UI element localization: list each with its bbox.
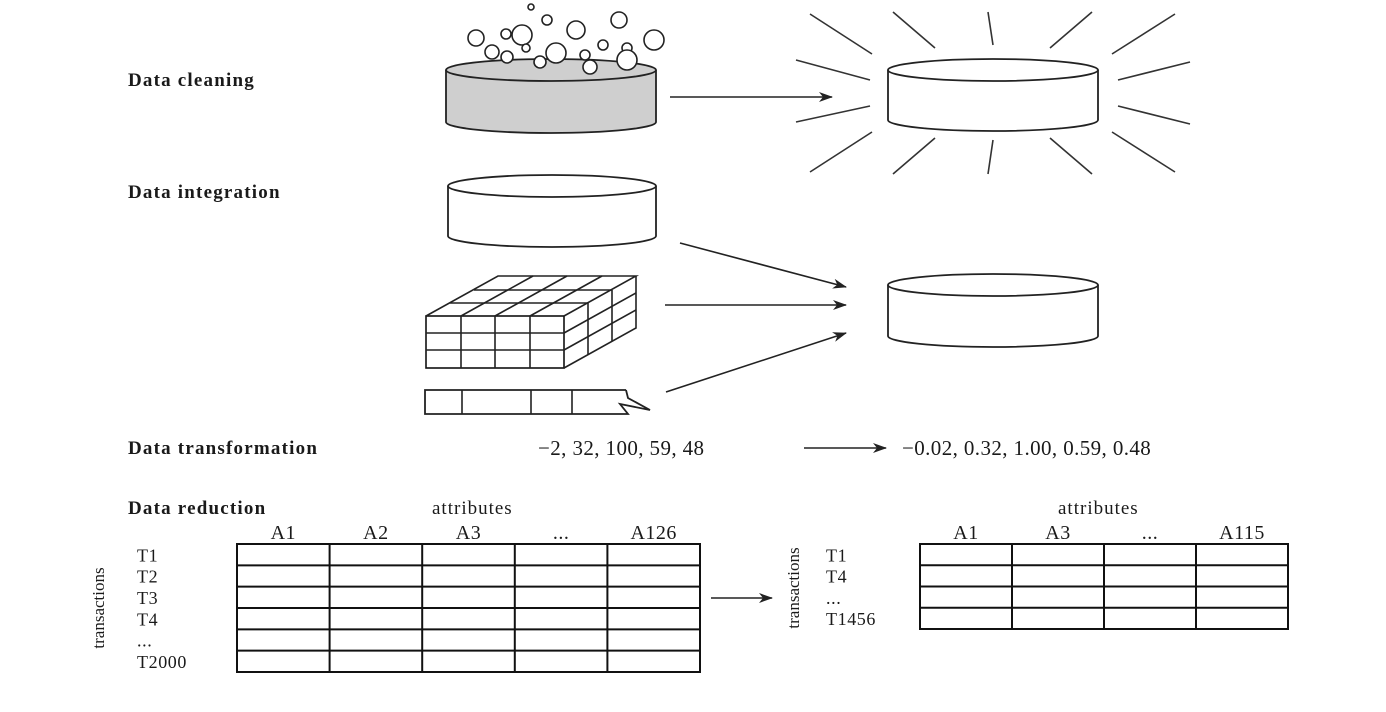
column-header: A126: [630, 522, 676, 544]
row-label: T2000: [137, 652, 187, 672]
section-label-cleaning: Data cleaning: [128, 70, 255, 91]
column-header: A115: [1219, 522, 1265, 544]
row-label: ...: [137, 631, 152, 651]
reduction-table-after: [919, 543, 1289, 630]
column-header: ...: [1142, 522, 1159, 544]
row-label: T3: [137, 588, 158, 608]
column-header: A1: [953, 522, 978, 544]
row-label: T4: [137, 609, 158, 629]
row-label: T4: [826, 567, 847, 587]
section-label-reduction: Data reduction: [128, 498, 266, 519]
integration-arrow-file: [665, 332, 847, 393]
column-header: A2: [363, 522, 388, 544]
integrated-database-icon: [887, 273, 1099, 348]
row-label: T1456: [826, 609, 876, 629]
transformation-output-values: −0.02, 0.32, 1.00, 0.59, 0.48: [902, 436, 1151, 460]
integration-arrow-database: [679, 242, 847, 289]
bubbles-icon: [467, 3, 665, 75]
clean-database-icon: [887, 58, 1099, 132]
column-header: A1: [271, 522, 296, 544]
source-database-icon: [447, 174, 657, 248]
column-header: A3: [456, 522, 481, 544]
flat-file-icon: [424, 389, 651, 415]
row-label: T1: [137, 545, 158, 565]
column-header: ...: [553, 522, 570, 544]
reduction-table-before: [236, 543, 701, 673]
column-header: A3: [1045, 522, 1070, 544]
transformation-input-values: −2, 32, 100, 59, 48: [538, 436, 704, 460]
section-label-integration: Data integration: [128, 182, 281, 203]
row-label: T2: [137, 567, 158, 587]
transactions-label-before: transactions: [89, 567, 108, 648]
attributes-label-before: attributes: [432, 498, 513, 519]
attributes-label-after: attributes: [1058, 498, 1139, 519]
sparkle-rays-icon: [795, 11, 1191, 175]
row-label: T1: [826, 545, 847, 565]
transactions-label-after: transactions: [784, 547, 803, 628]
section-label-transformation: Data transformation: [128, 438, 318, 459]
row-label: ...: [826, 588, 841, 608]
data-cube-icon: [425, 275, 640, 369]
